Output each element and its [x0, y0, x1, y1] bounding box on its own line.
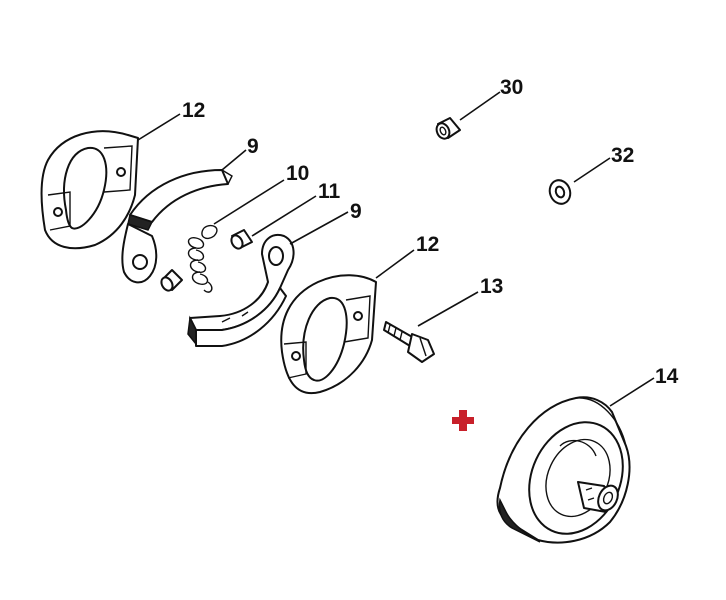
leader-13 [417, 291, 479, 327]
callout-9-upper: 9 [247, 135, 259, 158]
callout-10: 10 [286, 162, 309, 185]
leader-12b [375, 249, 415, 279]
callout-30: 30 [500, 76, 523, 99]
plus-icon [452, 410, 474, 431]
part-14-clutch-drum[interactable] [496, 396, 641, 549]
part-32-washer[interactable] [546, 177, 573, 206]
leader-30 [459, 91, 501, 121]
leader-14 [609, 377, 655, 407]
part-12-carrier-plate-right[interactable] [280, 274, 377, 395]
callout-13: 13 [480, 275, 503, 298]
callout-12-upper: 12 [182, 99, 205, 122]
part-11-sleeve-left[interactable] [159, 269, 183, 293]
callout-12-lower: 12 [416, 233, 439, 256]
part-9-clutch-shoe-upper[interactable] [121, 169, 233, 284]
callout-32: 32 [611, 144, 634, 167]
leader-10 [213, 179, 285, 225]
leader-11 [251, 195, 317, 237]
callout-14: 14 [655, 365, 679, 388]
part-9-clutch-shoe-lower[interactable] [187, 234, 295, 347]
part-11-sleeve-right[interactable] [229, 229, 253, 251]
leader-9b [289, 211, 349, 245]
part-10-spring[interactable] [187, 224, 218, 293]
leader-32 [573, 157, 611, 183]
part-12-carrier-plate-left[interactable] [40, 130, 139, 250]
part-30-needle-sleeve[interactable] [434, 117, 461, 141]
leader-9a [221, 149, 247, 171]
callout-9-lower: 9 [350, 200, 362, 223]
leader-12a [137, 113, 181, 141]
part-13-screw[interactable] [383, 321, 435, 363]
callout-11: 11 [318, 180, 341, 203]
